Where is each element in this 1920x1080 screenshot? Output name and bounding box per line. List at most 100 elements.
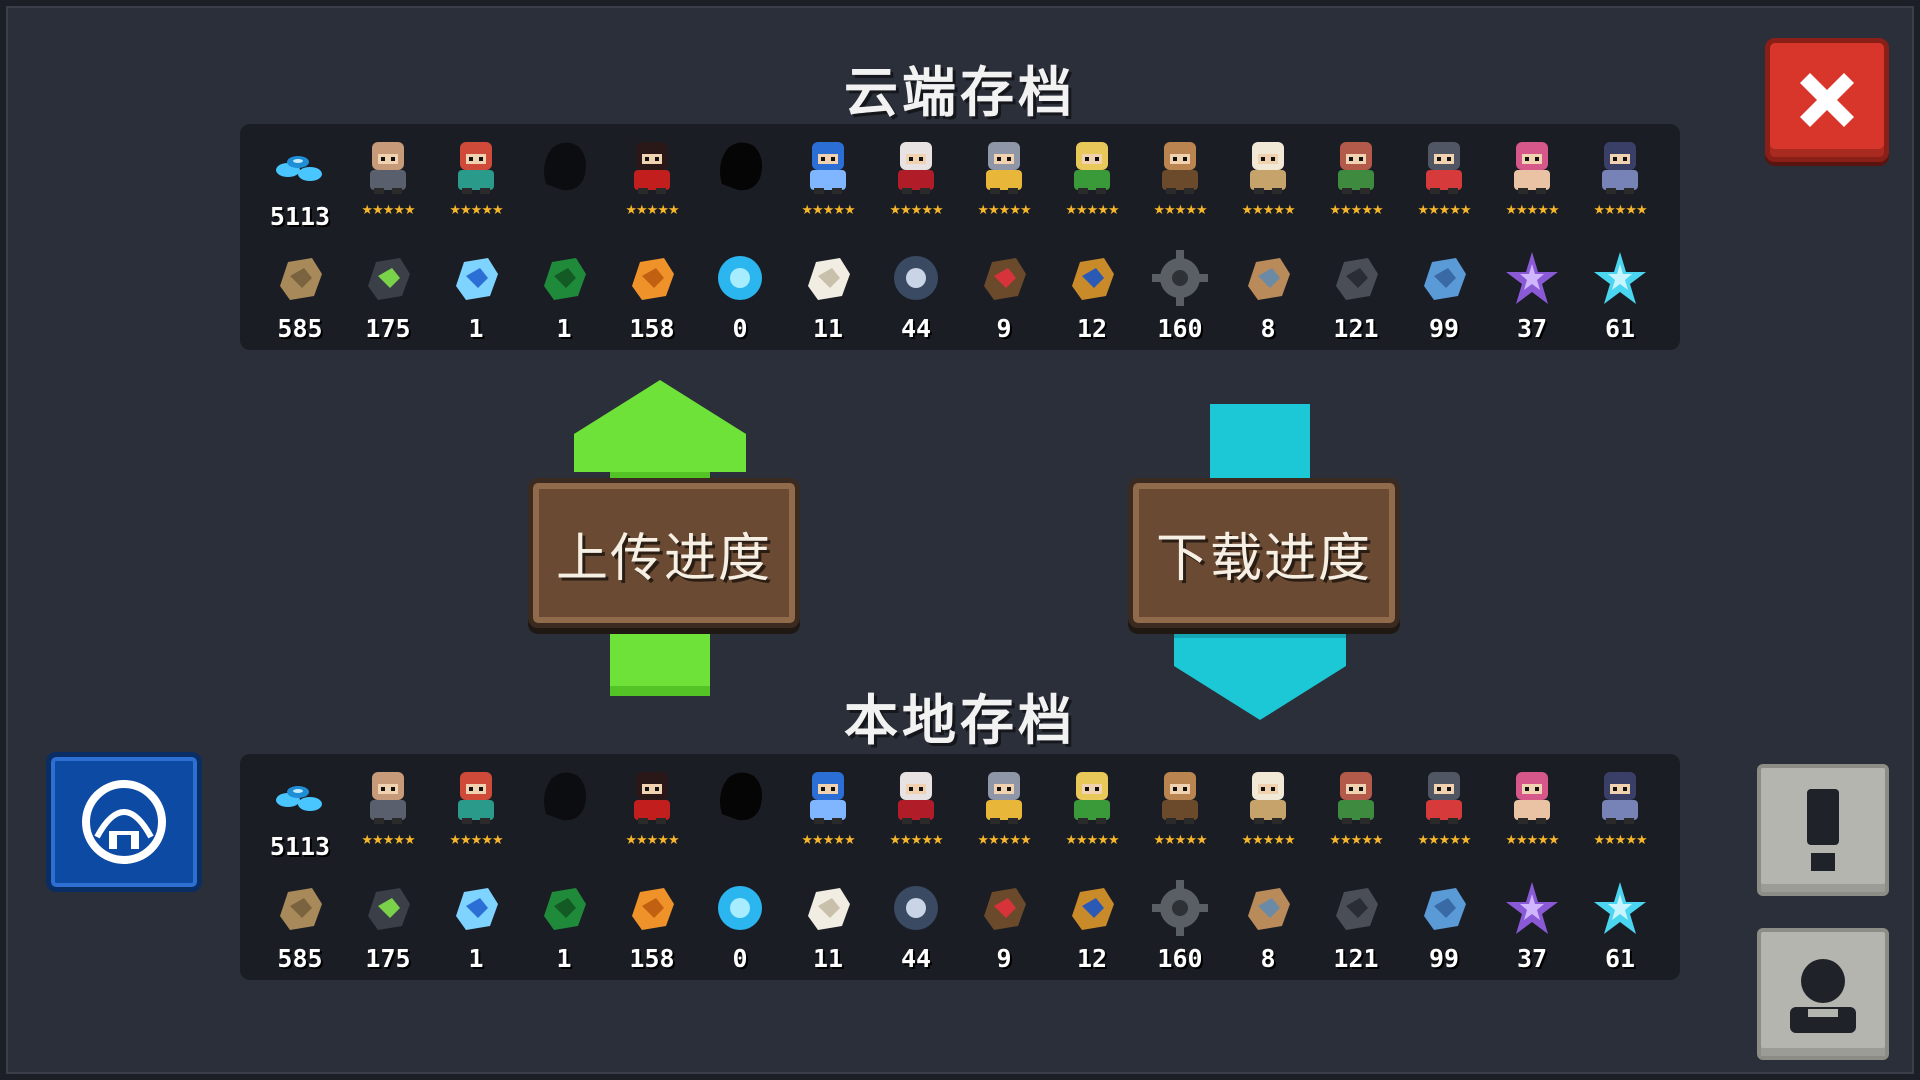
- item-count: 12: [1076, 314, 1108, 343]
- cotton-bag-icon: [796, 246, 860, 310]
- close-button[interactable]: [1765, 38, 1889, 162]
- local-save-title: 本地存档: [844, 689, 1076, 752]
- locked-blob-icon: [708, 764, 772, 828]
- green-book-icon: [532, 246, 596, 310]
- item-count: 37: [1516, 944, 1548, 973]
- material-slot: 158: [612, 876, 692, 976]
- robot-icon: [1412, 134, 1476, 198]
- star-rating: ★★★★★: [1329, 203, 1383, 218]
- orange-ore-icon: [620, 246, 684, 310]
- gear-icon: [1148, 246, 1212, 310]
- material-slot: 1: [524, 246, 604, 346]
- star-rating: ★★★★★: [977, 833, 1031, 848]
- item-count: 585: [277, 944, 323, 973]
- elf-icon: [1060, 134, 1124, 198]
- rogue-icon: [444, 134, 508, 198]
- material-slot: 160: [1140, 876, 1220, 976]
- character-slot: ★★★★★: [612, 764, 692, 864]
- knight-icon: [356, 134, 420, 198]
- rogue-icon: [444, 764, 508, 828]
- assassin-icon: [620, 764, 684, 828]
- necromancer-icon: [1588, 134, 1652, 198]
- item-count: 44: [900, 314, 932, 343]
- item-count: 9: [996, 314, 1012, 343]
- character-slot: ★★★★★: [612, 134, 692, 234]
- material-slot: 0: [700, 876, 780, 976]
- character-slot: ★★★★★: [1404, 764, 1484, 864]
- item-count: 1: [556, 314, 572, 343]
- upload-progress-button[interactable]: 上传进度: [528, 478, 800, 628]
- character-slot: ★★★★★: [348, 134, 428, 234]
- item-count: 1: [468, 944, 484, 973]
- character-slot: ★★★★★: [1492, 764, 1572, 864]
- feather-orb-icon: [884, 246, 948, 310]
- character-slot: ★★★★★: [348, 764, 428, 864]
- locked-blob-icon: [708, 134, 772, 198]
- purple-star-icon: [1500, 246, 1564, 310]
- material-slot: 585: [260, 876, 340, 976]
- coal-icon: [1324, 876, 1388, 940]
- material-slot: 12: [1052, 246, 1132, 346]
- star-rating: ★★★★★: [625, 203, 679, 218]
- star-rating: ★★★★★: [1241, 203, 1295, 218]
- energy-orb-icon: [708, 246, 772, 310]
- material-slot: 37: [1492, 876, 1572, 976]
- star-rating: ★★★★★: [1065, 833, 1119, 848]
- robot-icon: [1412, 764, 1476, 828]
- star-rating: ★★★★★: [801, 833, 855, 848]
- material-slot: 44: [876, 246, 956, 346]
- taptap-logo-icon: [82, 780, 166, 864]
- item-count: 5113: [269, 832, 331, 861]
- necromancer-icon: [1588, 764, 1652, 828]
- item-count: 175: [365, 944, 411, 973]
- material-slot: 160: [1140, 246, 1220, 346]
- orange-ore-icon: [620, 876, 684, 940]
- material-slot: 99: [1404, 246, 1484, 346]
- character-slot: ★★★★★: [788, 764, 868, 864]
- material-slot: 44: [876, 876, 956, 976]
- gems-icon: [268, 134, 332, 198]
- star-rating: ★★★★★: [1065, 203, 1119, 218]
- green-book-icon: [532, 876, 596, 940]
- druid-icon: [1324, 764, 1388, 828]
- material-slot: 61: [1580, 246, 1660, 346]
- character-slot: ★★★★★: [788, 134, 868, 234]
- star-rating: ★★★★★: [1505, 833, 1559, 848]
- character-slot: ★★★★★: [964, 764, 1044, 864]
- vampire-icon: [884, 134, 948, 198]
- item-count: 12: [1076, 944, 1108, 973]
- item-count: 0: [732, 944, 748, 973]
- item-count: 9: [996, 944, 1012, 973]
- gear-icon: [1148, 876, 1212, 940]
- material-slot: 1: [436, 876, 516, 976]
- item-count: 121: [1333, 314, 1379, 343]
- star-rating: ★★★★★: [977, 203, 1031, 218]
- item-count: 0: [732, 314, 748, 343]
- taptap-login-button[interactable]: [46, 752, 202, 892]
- character-slot: ★★★★★: [1492, 134, 1572, 234]
- star-rating: ★★★★★: [889, 833, 943, 848]
- vampire-icon: [884, 764, 948, 828]
- locked-silhouette-icon: [532, 764, 596, 828]
- material-slot: 9: [964, 246, 1044, 346]
- material-slot: 37: [1492, 246, 1572, 346]
- notice-button[interactable]: [1757, 764, 1889, 896]
- shell-icon: [1060, 246, 1124, 310]
- priest-icon: [1236, 134, 1300, 198]
- engineer-icon: [796, 764, 860, 828]
- star-rating: ★★★★★: [1329, 833, 1383, 848]
- character-slot: ★★★★★: [1316, 134, 1396, 234]
- blue-leaf-icon: [1412, 876, 1476, 940]
- item-count: 61: [1604, 314, 1636, 343]
- account-button[interactable]: [1757, 928, 1889, 1060]
- parchment-icon: [1236, 876, 1300, 940]
- character-slot: 5113: [260, 134, 340, 234]
- cloud-save-panel: 5113★★★★★★★★★★★★★★★★★★★★★★★★★★★★★★★★★★★★…: [240, 124, 1680, 350]
- material-slot: 1: [524, 876, 604, 976]
- item-count: 11: [812, 314, 844, 343]
- item-count: 99: [1428, 314, 1460, 343]
- download-progress-button[interactable]: 下载进度: [1128, 478, 1400, 628]
- material-slot: 0: [700, 246, 780, 346]
- star-rating: ★★★★★: [1417, 833, 1471, 848]
